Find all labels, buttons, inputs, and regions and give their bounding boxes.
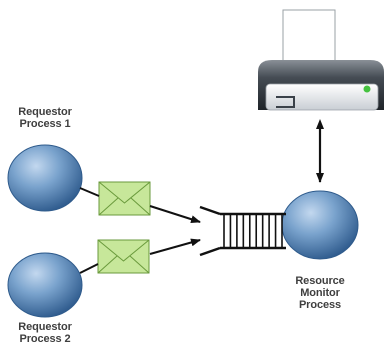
queue-icon xyxy=(199,205,286,257)
requestor-2-label: Requestor Process 2 xyxy=(0,321,90,345)
monitor-label: Resource Monitor Process xyxy=(275,275,365,311)
message-arrow-2 xyxy=(149,238,201,255)
connector-line xyxy=(79,187,100,197)
requestor-1-label: Requestor Process 1 xyxy=(0,106,90,130)
requestor-2-label-line2: Process 2 xyxy=(19,333,71,346)
requestor-2-label-line1: Requestor xyxy=(18,321,72,333)
requestor-process-1 xyxy=(7,144,83,212)
connector-line xyxy=(79,263,99,274)
envelope-icon xyxy=(98,181,151,216)
printer-icon xyxy=(258,9,384,111)
requestor-1-label-line1: Requestor xyxy=(18,106,72,118)
monitor-label-line2: Monitor xyxy=(300,287,340,300)
monitor-label-line1: Resource xyxy=(295,275,345,287)
monitor-label-line3: Process xyxy=(298,299,342,312)
requestor-process-2 xyxy=(7,252,83,318)
resource-monitor-process xyxy=(281,190,359,260)
envelope-icon xyxy=(97,239,150,274)
message-arrow-1 xyxy=(149,205,201,224)
requestor-1-label-line2: Process 1 xyxy=(19,118,71,131)
